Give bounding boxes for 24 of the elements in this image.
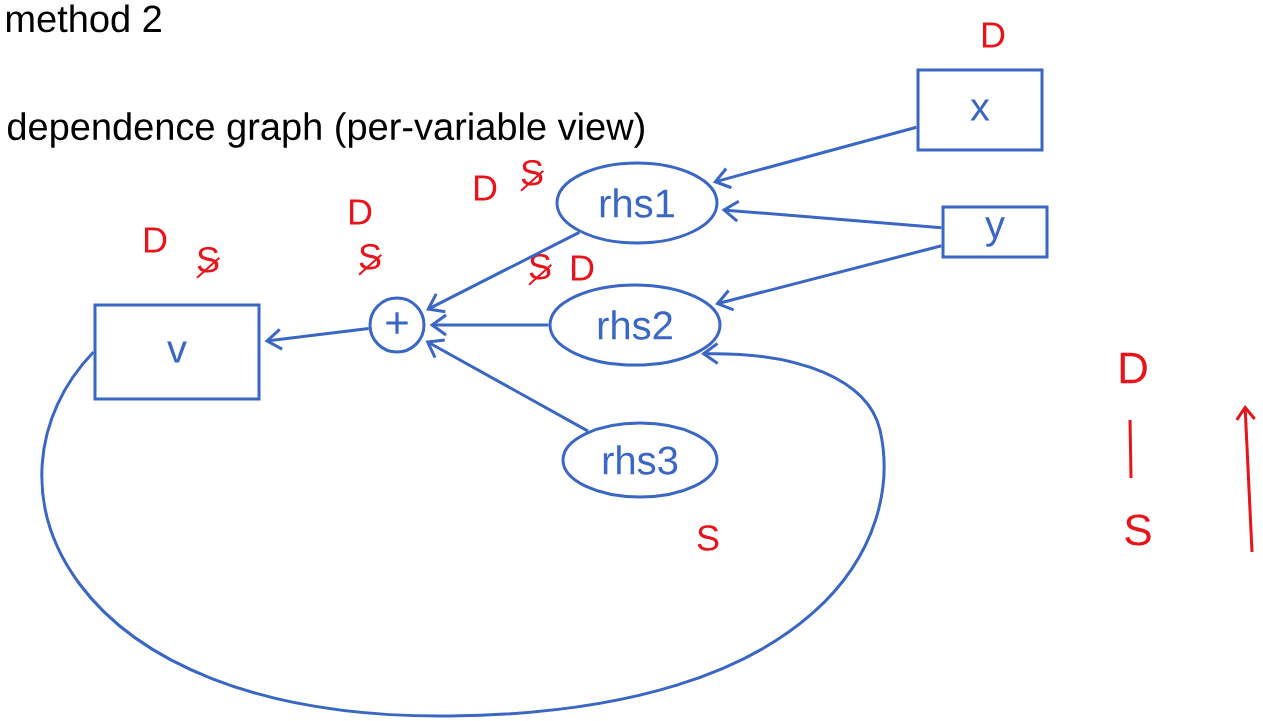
subtitle: dependence graph (per-variable view) [8,112,644,148]
arrow [715,244,942,312]
crossed-annotation: S [520,159,545,192]
annotation-letter: D [144,227,167,253]
annotation-letter: D [982,22,1005,48]
annotation-letter: D [1120,352,1147,384]
arrow [425,338,589,433]
variable-box: y [941,205,1049,259]
variable-box: v [93,303,261,401]
crossed-annotation: S [196,246,221,279]
arrow [41,342,885,718]
title: method 2 [6,4,161,33]
crossed-annotation: S [358,243,383,276]
arrow [429,313,549,337]
arrow [721,199,942,230]
annotation-letter: S [1125,514,1151,546]
annotation-letter: D [474,175,497,201]
annotation-letter: S [697,525,719,551]
arrow [712,125,917,190]
variable-box: x [916,68,1044,152]
annotation-letter: D [571,255,594,281]
arrow [264,327,369,351]
annotation-letter: D [349,199,372,225]
arrow [425,230,580,314]
